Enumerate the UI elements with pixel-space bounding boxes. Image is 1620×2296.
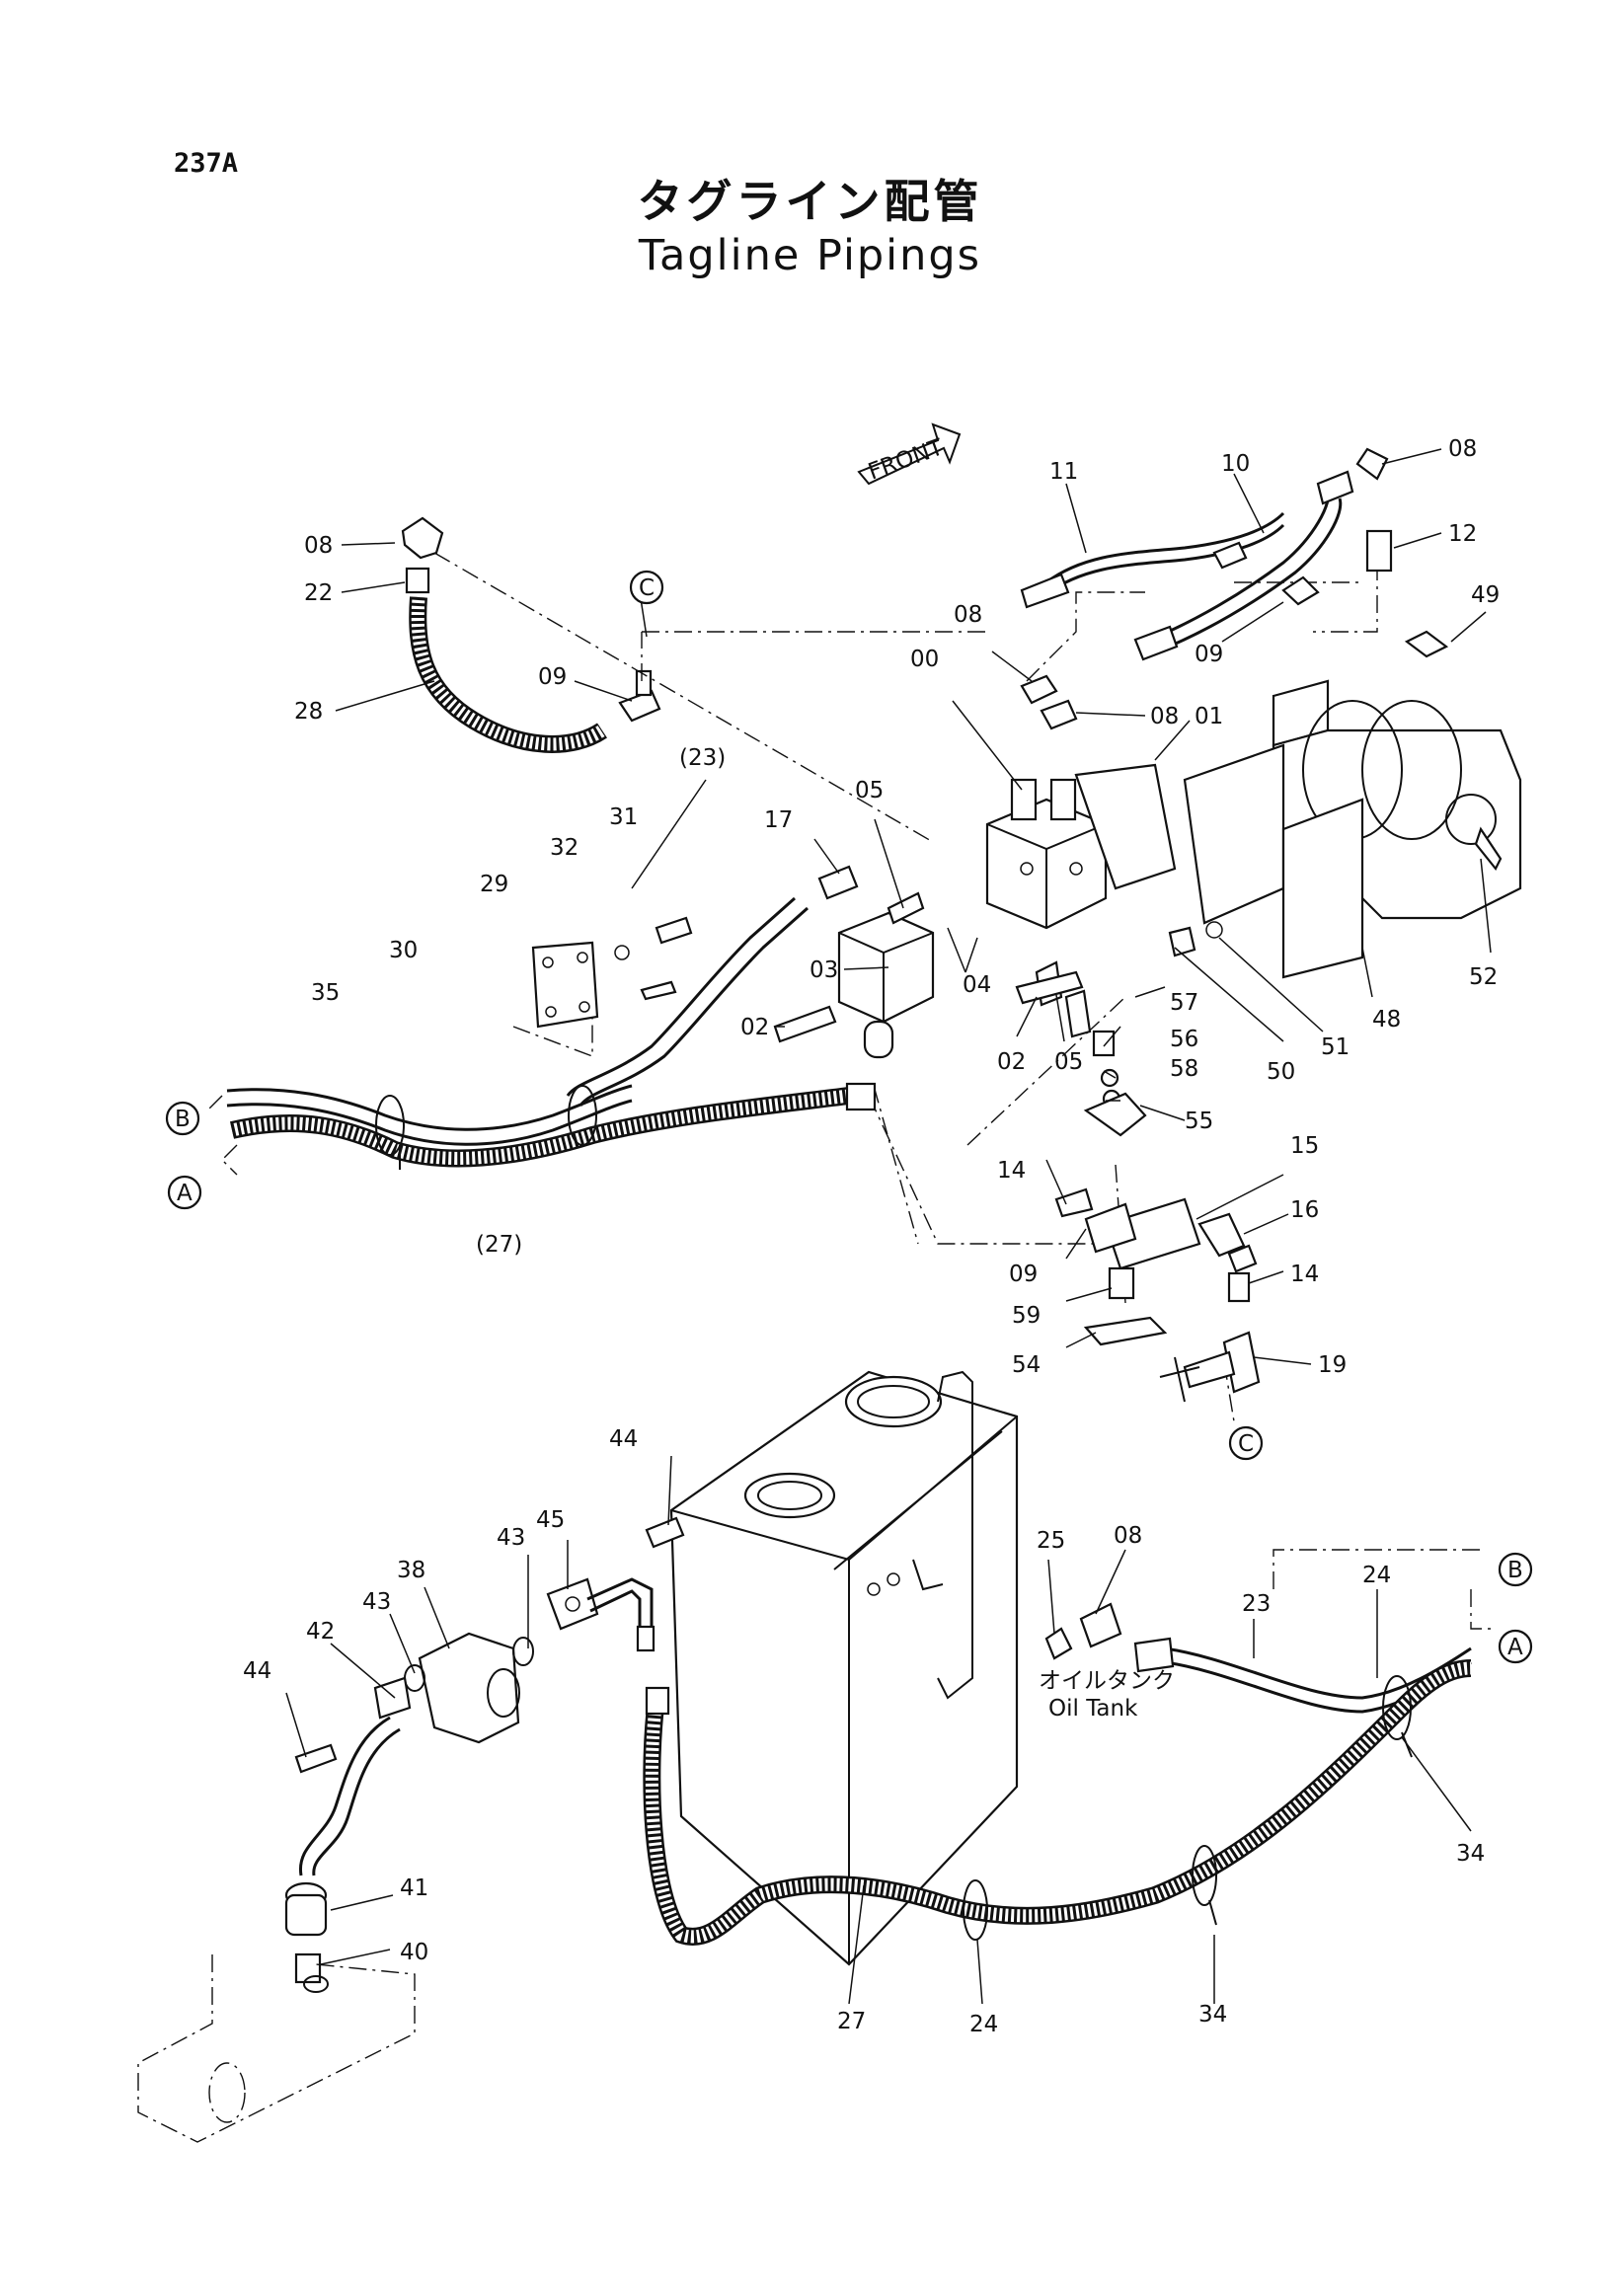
callout-label: 04 (963, 972, 991, 998)
callout-label: 16 (1290, 1197, 1319, 1223)
callout-label: 15 (1290, 1133, 1319, 1159)
callout-label: 35 (311, 980, 340, 1006)
callout-label: 00 (910, 647, 939, 672)
callout-label: 05 (1054, 1049, 1083, 1075)
callout-label: 14 (1290, 1262, 1319, 1287)
callout-label: 08 (1114, 1523, 1142, 1549)
callout-label: 10 (1221, 451, 1250, 477)
callout-label: 25 (1037, 1528, 1065, 1554)
callout-label: 19 (1318, 1352, 1347, 1378)
callout-label: 52 (1469, 964, 1498, 990)
callout-label: 55 (1185, 1109, 1213, 1134)
fittings-center (640, 674, 1261, 1403)
callout-label: 43 (362, 1589, 391, 1615)
callout-label: 44 (243, 1658, 271, 1684)
clutch-assembly-48 (1183, 679, 1522, 979)
callout-label: 48 (1372, 1007, 1401, 1033)
callout-label: 43 (497, 1525, 525, 1551)
block-03 (837, 911, 935, 1059)
hose-28-assembly (401, 516, 661, 753)
valve-block-00 (985, 778, 1108, 930)
callout-label: 31 (609, 804, 638, 830)
callout-label: 50 (1267, 1059, 1295, 1085)
callout-label: 03 (810, 957, 838, 983)
callout-label: (23) (679, 745, 726, 771)
bracket-01 (1074, 763, 1177, 890)
plate-29 (531, 941, 599, 1029)
callout-label: 32 (550, 835, 579, 861)
connector-markers: C B A C B A (165, 570, 1533, 1664)
connector-b-left: B (175, 1107, 191, 1132)
callout-label: 42 (306, 1619, 335, 1645)
callout-label: 41 (400, 1875, 428, 1901)
callout-label: 08 (1448, 436, 1477, 462)
callout-leaders (285, 448, 1492, 2005)
front-arrow-icon: FRONT (857, 422, 962, 486)
front-label: FRONT (865, 434, 948, 486)
callout-label: 09 (1195, 642, 1223, 667)
connector-b-right: B (1507, 1558, 1523, 1583)
oil-tank-label-japanese: オイルタンク (1039, 1668, 1175, 1694)
callout-label: 08 (304, 533, 333, 559)
callout-label: 44 (609, 1426, 638, 1452)
callout-label: 14 (997, 1158, 1026, 1184)
page-number: 237A (174, 148, 239, 179)
callout-label: 11 (1049, 459, 1078, 485)
connector-a-left: A (177, 1181, 193, 1206)
callout-label: 38 (397, 1558, 425, 1583)
callout-label: 29 (480, 872, 508, 897)
connector-c-top: C (639, 575, 655, 601)
page-title-english: Tagline Pipings (638, 231, 982, 280)
callout-label: 51 (1321, 1034, 1350, 1060)
callout-label: 45 (536, 1507, 565, 1533)
callout-label: 30 (389, 938, 418, 963)
callout-label: 54 (1012, 1352, 1041, 1378)
callout-label: 28 (294, 699, 323, 725)
callout-label: 56 (1170, 1027, 1198, 1052)
callout-label: 40 (400, 1940, 428, 1965)
oil-tank: オイルタンク Oil Tank (669, 1370, 1175, 1966)
callout-label: 05 (855, 778, 884, 804)
callout-label: 12 (1448, 521, 1477, 547)
callout-label: 02 (740, 1015, 769, 1040)
callout-label: 08 (1150, 704, 1179, 729)
callout-label: 23 (1242, 1591, 1271, 1617)
connector-c-bottom: C (1238, 1431, 1254, 1457)
callout-label: 22 (304, 580, 333, 606)
callout-label: 57 (1170, 990, 1198, 1016)
callout-label: 34 (1456, 1841, 1485, 1867)
callout-label: 17 (764, 807, 793, 833)
callout-label: 08 (954, 602, 982, 628)
callout-label: 34 (1198, 2002, 1227, 2028)
callout-label: 24 (969, 2012, 998, 2037)
connector-a-right: A (1507, 1635, 1523, 1660)
callout-label: 09 (538, 664, 567, 690)
callout-label: 09 (1009, 1262, 1038, 1287)
pump-38 (373, 1577, 599, 1744)
page-title-japanese: タグライン配管 (637, 175, 983, 228)
callout-label: 01 (1195, 704, 1223, 729)
callout-label: 24 (1362, 1563, 1391, 1588)
callout-label: 58 (1170, 1056, 1198, 1082)
callout-label: 27 (837, 2009, 866, 2034)
callout-label: (27) (476, 1232, 522, 1258)
callout-numbers: 08 22 28 09 (23) 31 32 29 30 35 (27) 17 … (243, 436, 1500, 2037)
callout-label: 49 (1471, 582, 1500, 608)
callout-label: 59 (1012, 1303, 1041, 1329)
callout-label: 02 (997, 1049, 1026, 1075)
oil-tank-label: Oil Tank (1048, 1696, 1138, 1722)
